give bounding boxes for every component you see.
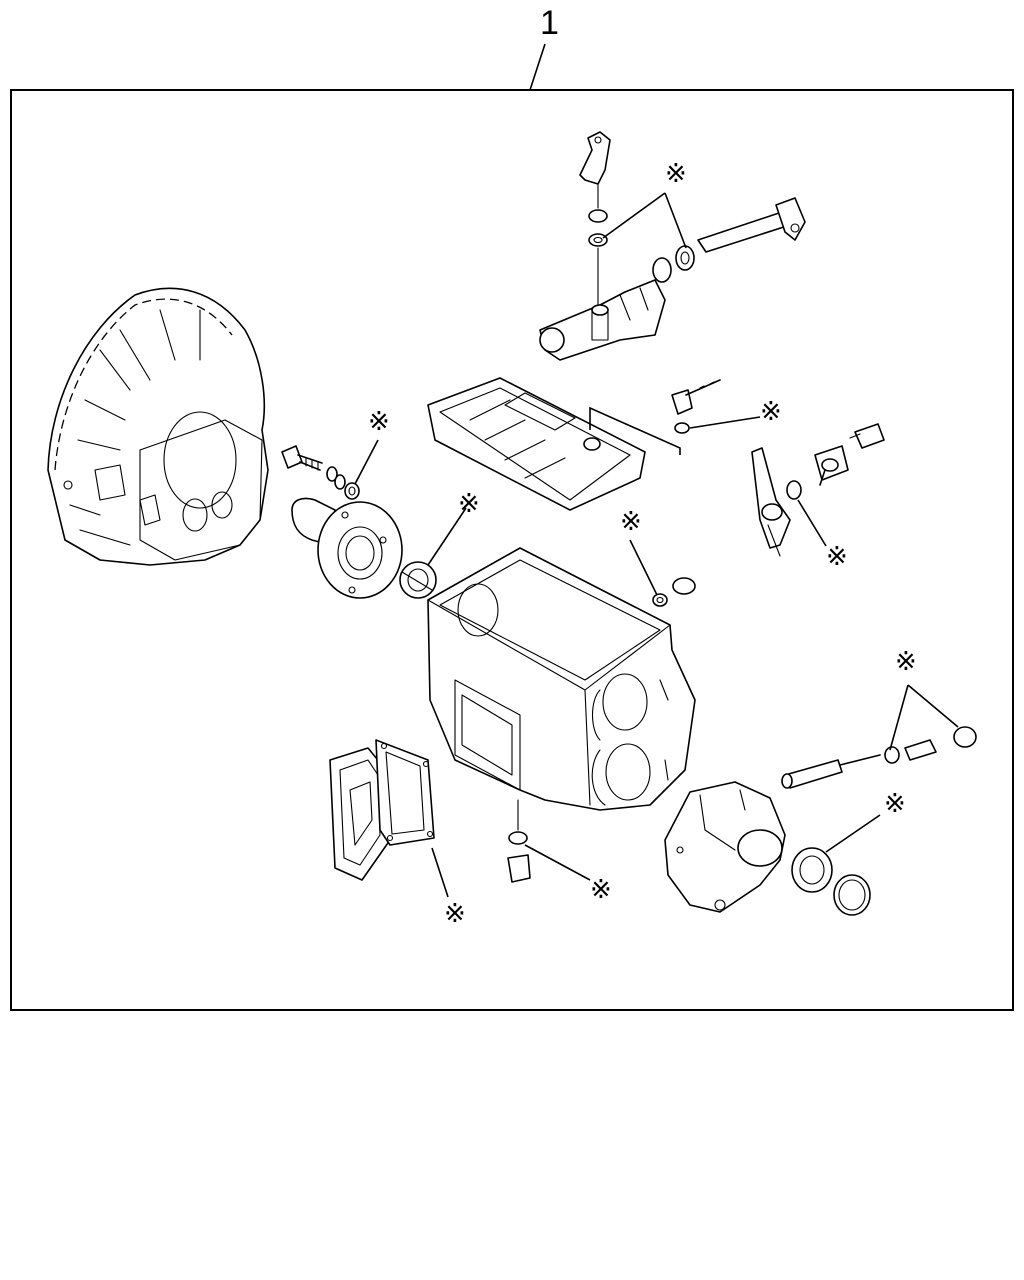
side-gasket xyxy=(375,739,435,846)
asterisk-mark-5: ※ xyxy=(620,507,642,537)
asterisk-mark-7: ※ xyxy=(895,647,917,677)
transmission-case xyxy=(427,547,696,811)
top-cover xyxy=(427,377,646,511)
shift-shaft-seal xyxy=(652,245,695,283)
breather-bolt xyxy=(671,379,721,434)
speedo-pinion xyxy=(781,726,977,789)
oil-seal xyxy=(399,561,437,599)
input-shaft-cover xyxy=(291,497,403,599)
shift-arm xyxy=(751,447,791,557)
asterisk-mark-9: ※ xyxy=(590,875,612,905)
shift-housing xyxy=(539,279,666,361)
asterisk-mark-2: ※ xyxy=(368,407,390,437)
rear-seal xyxy=(791,847,871,916)
shift-shaft xyxy=(697,197,806,253)
asterisk-mark-3: ※ xyxy=(760,397,782,427)
drain-plug xyxy=(507,799,531,883)
callout-number: 1 xyxy=(540,4,559,42)
asterisk-mark-10: ※ xyxy=(444,899,466,929)
case-plug xyxy=(652,577,696,607)
asterisk-leaders xyxy=(354,192,959,898)
lever-plate xyxy=(786,445,849,500)
callout-leader xyxy=(529,43,546,91)
rear-extension xyxy=(664,781,786,913)
shift-bracket xyxy=(579,131,611,185)
shift-washers xyxy=(588,184,608,306)
asterisk-mark-8: ※ xyxy=(884,789,906,819)
top-cover-leader xyxy=(589,406,681,455)
assembly-frame xyxy=(10,89,1014,1011)
asterisk-mark-6: ※ xyxy=(826,542,848,572)
bolt-and-washers xyxy=(281,445,360,500)
plate-bolt xyxy=(849,423,885,449)
asterisk-mark-1: ※ xyxy=(665,159,687,189)
clutch-housing xyxy=(47,287,269,566)
